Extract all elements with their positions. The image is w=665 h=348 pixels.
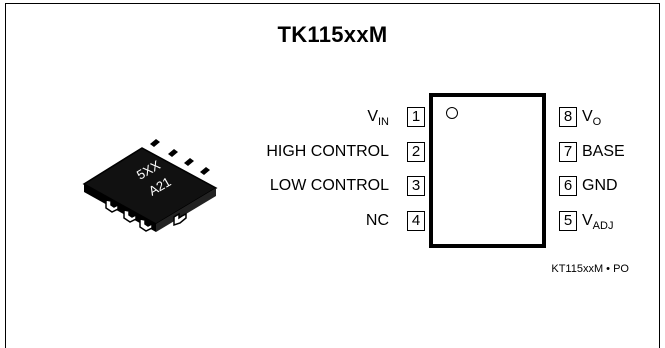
pin-1-number: 1 bbox=[407, 107, 425, 127]
pin-5-number: 5 bbox=[559, 211, 577, 231]
footer-code: KT115xxM • PO bbox=[551, 263, 629, 275]
pin-7-number: 7 bbox=[559, 142, 577, 162]
chip-package-illustration: 5XX A21 bbox=[82, 139, 218, 232]
pin-7-label: BASE bbox=[582, 143, 625, 160]
pin-4-number: 4 bbox=[407, 211, 425, 231]
pin-1-label: VIN bbox=[367, 108, 389, 128]
pin-6-label: GND bbox=[582, 177, 618, 194]
pin-8-label: VO bbox=[582, 108, 602, 128]
pin-4-label: NC bbox=[365, 212, 389, 229]
pin-2-number: 2 bbox=[407, 142, 425, 162]
diagram-frame bbox=[5, 3, 660, 348]
pin-3-number: 3 bbox=[407, 176, 425, 196]
pin-5-label: VADJ bbox=[582, 212, 614, 232]
pin-6-number: 6 bbox=[559, 176, 577, 196]
pin-3-label: LOW CONTROL bbox=[269, 177, 389, 194]
diagram-title: TK115xxM bbox=[277, 22, 388, 47]
pin-8-number: 8 bbox=[559, 107, 577, 127]
ic-body-outline bbox=[429, 93, 546, 248]
pin-2-label: HIGH CONTROL bbox=[266, 143, 389, 160]
pin-1-indicator-icon bbox=[446, 107, 458, 119]
